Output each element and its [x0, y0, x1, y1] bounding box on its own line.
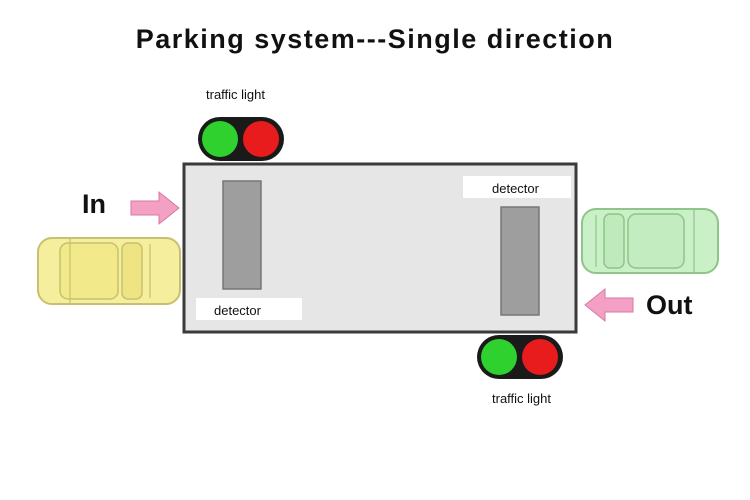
detector-left [222, 180, 262, 290]
detector-right [500, 206, 540, 316]
in-label: In [82, 189, 106, 219]
car-out-icon [581, 208, 719, 274]
detector-right-label: detector [492, 181, 539, 196]
green-light-icon [202, 121, 238, 157]
traffic-light-bottom-label: traffic light [492, 391, 552, 406]
out-label: Out [646, 290, 693, 320]
red-light-icon [243, 121, 279, 157]
car-in-icon [37, 237, 181, 305]
detector-left-label: detector [214, 303, 261, 318]
traffic-light-bottom [477, 335, 563, 379]
arrow-right-icon [130, 190, 180, 226]
traffic-light-top-label: traffic light [206, 87, 266, 102]
red-light-icon [522, 339, 558, 375]
detector-left-label-bg [196, 298, 302, 320]
green-light-icon [481, 339, 517, 375]
page-title: Parking system---Single direction [135, 24, 615, 54]
detector-right-label-bg [463, 176, 571, 198]
arrow-left-icon [584, 287, 634, 323]
traffic-light-top [198, 117, 284, 161]
